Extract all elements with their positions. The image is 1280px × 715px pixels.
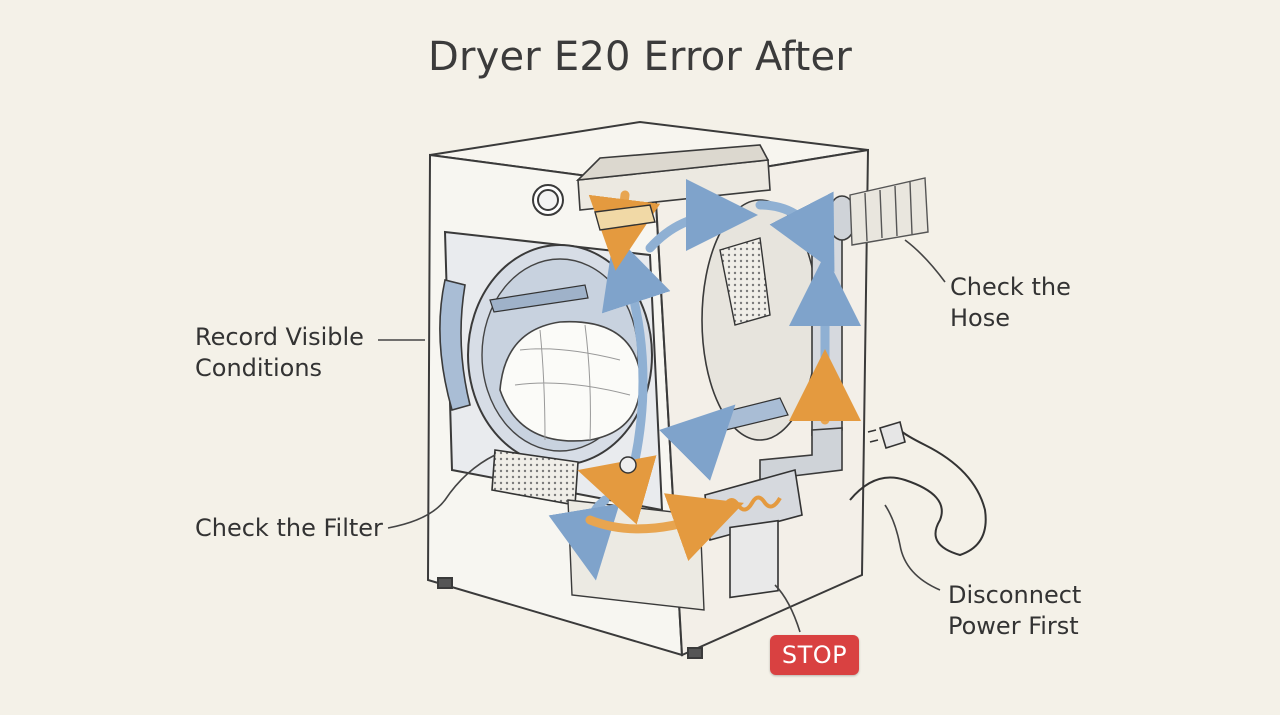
label-hose-line2: Hose xyxy=(950,304,1010,332)
plug-icon xyxy=(867,420,906,450)
label-hose-line1: Check the xyxy=(950,273,1071,301)
door-switch-icon xyxy=(619,456,637,474)
sensor-icon xyxy=(594,204,656,231)
stop-badge: STOP xyxy=(770,635,859,675)
label-record-line2: Conditions xyxy=(195,354,323,382)
label-power-line2: Power First xyxy=(948,612,1079,640)
vent-hose xyxy=(849,177,929,246)
leader-stop xyxy=(774,584,801,633)
leader-power xyxy=(884,504,941,591)
laundry-icon xyxy=(499,320,642,442)
drum-interior xyxy=(699,199,819,441)
page-title: Dryer E20 Error After xyxy=(427,34,853,80)
label-check-filter: Check the Filter xyxy=(195,514,383,542)
label-record-line1: Record Visible xyxy=(195,323,364,351)
leader-hose xyxy=(904,239,946,283)
leader-lines xyxy=(378,239,946,633)
label-record-conditions: Record Visible Conditions xyxy=(195,322,364,384)
power-cord xyxy=(849,429,987,557)
label-power-line1: Disconnect xyxy=(948,581,1082,609)
label-disconnect-power: Disconnect Power First xyxy=(948,580,1081,642)
leader-filter xyxy=(387,454,496,529)
label-check-hose: Check the Hose xyxy=(950,272,1071,334)
